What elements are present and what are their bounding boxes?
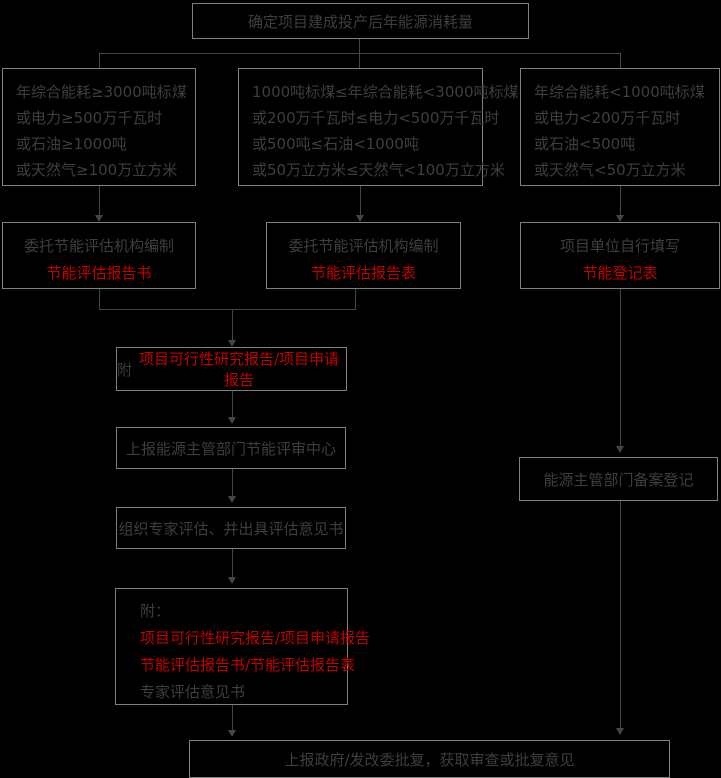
doc-box-red-line: 节能评估报告书 (46, 264, 152, 282)
connector-cond-doc-middle (360, 186, 361, 215)
attachments-gray-line: 专家评估意见书 (140, 683, 246, 701)
connector-branch-right (620, 53, 621, 68)
flow-box-record-registration: 能源主管部门备案登记 (519, 457, 718, 501)
connector-merge-right (355, 289, 356, 310)
connector-merge-bar (99, 309, 356, 310)
flow-box-condition-small: 年综合能耗<1000吨标煤 或电力<200万千瓦时 或石油<500吨 或天然气<… (520, 68, 720, 186)
connector-submit-expert (232, 469, 233, 496)
flow-box-report-book: 委托节能评估机构编制 节能评估报告书 (2, 222, 196, 289)
flow-box-final-approval: 上报政府/发改委批复，获取审查或批复意见 (189, 740, 670, 778)
doc-box-line: 项目单位自行填写 (559, 237, 680, 255)
flow-box-label: 上报政府/发改委批复，获取审查或批复意见 (284, 750, 575, 769)
condition-line: 或石油<500吨 (534, 135, 636, 153)
flow-box-attachments-list: 附： 项目可行性研究报告/项目申请报告 节能评估报告书/节能评估报告表 专家评估… (115, 588, 371, 705)
attachment-prefix: 附 (117, 360, 133, 379)
flow-box-expert-review: 组织专家评估、并出具评估意见书 (116, 507, 346, 549)
arrowhead-icon (228, 577, 236, 584)
arrowhead-icon (228, 417, 236, 424)
attachment-red-text: 项目可行性研究报告/项目申请报告 (138, 350, 340, 389)
arrowhead-icon (228, 496, 236, 503)
connector-top-stem (359, 39, 360, 53)
flow-box-report-form: 委托节能评估机构编制 节能评估报告表 (266, 222, 461, 289)
doc-box-line: 委托节能评估机构编制 (288, 237, 439, 255)
flow-box-submit-review-center: 上报能源主管部门节能评审中心 (116, 427, 346, 469)
flow-box-label: 上报能源主管部门节能评审中心 (125, 439, 336, 458)
flow-box-label: 能源主管部门备案登记 (543, 470, 694, 489)
condition-line: 或50万立方米≤天然气<100万立方米 (252, 161, 505, 179)
flow-box-condition-large: 年综合能耗≥3000吨标煤 或电力≥500万千瓦时 或石油≥1000吨 或天然气… (2, 68, 196, 186)
doc-box-line: 委托节能评估机构编制 (23, 237, 174, 255)
connector-cond-doc-left (99, 186, 100, 215)
attachments-red-line: 项目可行性研究报告/项目申请报告 (140, 629, 371, 647)
connector-branch-left (99, 53, 100, 68)
connector-merge-left (99, 289, 100, 310)
connector-expert-attachlist (232, 549, 233, 577)
flow-box-condition-medium: 1000吨标煤≤年综合能耗<3000吨标煤 或200万千瓦时≤电力<500万千瓦… (238, 68, 519, 186)
flow-box-determine-consumption: 确定项目建成投产后年能源消耗量 (192, 3, 529, 39)
condition-line: 或天然气≥100万立方米 (16, 161, 178, 179)
doc-box-red-line: 节能登记表 (582, 264, 658, 282)
connector-cond-doc-right (620, 186, 621, 215)
condition-line: 年综合能耗≥3000吨标煤 (16, 83, 187, 101)
condition-line: 1000吨标煤≤年综合能耗<3000吨标煤 (252, 83, 519, 101)
connector-record-final (620, 501, 621, 728)
arrowhead-icon (616, 446, 624, 453)
condition-line: 或200万千瓦时≤电力<500万千瓦时 (252, 109, 500, 127)
flow-box-label: 组织专家评估、并出具评估意见书 (118, 519, 344, 538)
attachments-title: 附： (140, 602, 171, 620)
arrowhead-icon (616, 728, 624, 735)
connector-branch-middle (359, 53, 360, 68)
condition-line: 或天然气<50万立方米 (534, 161, 686, 179)
connector-merge-stem (232, 309, 233, 340)
connector-attachlist-final (232, 705, 233, 730)
condition-line: 或电力≥500万千瓦时 (16, 109, 163, 127)
connector-regform-record (620, 289, 621, 446)
attachments-red-line: 节能评估报告书/节能评估报告表 (140, 656, 356, 674)
flow-box-label: 确定项目建成投产后年能源消耗量 (247, 12, 473, 31)
connector-attach-submit (232, 391, 233, 417)
flow-box-attachment-note: 附项目可行性研究报告/项目申请报告 (116, 347, 347, 391)
condition-line: 或500吨≤石油<1000吨 (252, 135, 419, 153)
arrowhead-icon (356, 215, 364, 222)
condition-line: 或电力<200万千瓦时 (534, 109, 681, 127)
arrowhead-icon (228, 340, 236, 347)
condition-line: 年综合能耗<1000吨标煤 (534, 83, 705, 101)
arrowhead-icon (95, 215, 103, 222)
doc-box-red-line: 节能评估报告表 (310, 264, 416, 282)
arrowhead-icon (228, 730, 236, 737)
flow-box-registration-form: 项目单位自行填写 节能登记表 (520, 222, 720, 289)
condition-line: 或石油≥1000吨 (16, 135, 127, 153)
connector-branch-bar (99, 53, 621, 54)
arrowhead-icon (616, 215, 624, 222)
